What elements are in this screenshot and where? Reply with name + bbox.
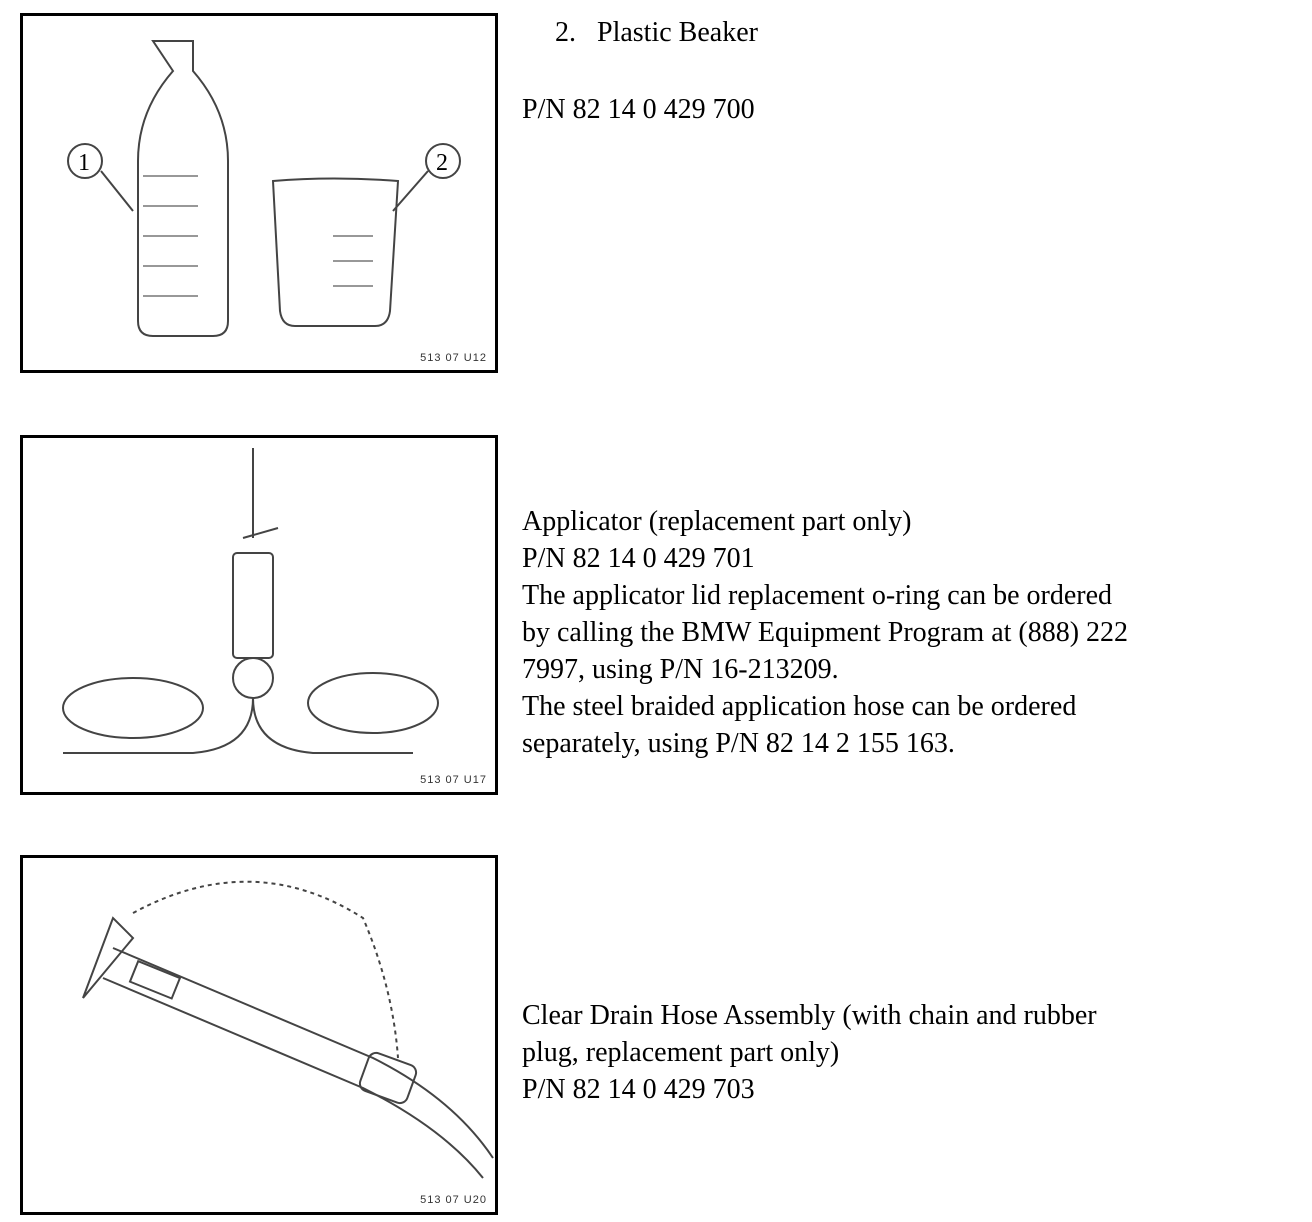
text-line: Applicator (replacement part only) <box>522 506 912 537</box>
figure-bottle-and-beaker: 1 2 513 07 U12 <box>20 13 498 373</box>
callout-1: 1 <box>78 150 90 176</box>
heading-number: 2. <box>555 17 576 48</box>
item-heading: 2. Plastic Beaker <box>555 14 758 51</box>
beaker-description: P/N 82 14 0 429 700 <box>522 91 755 128</box>
bottle-beaker-illustration: 1 2 <box>67 40 461 337</box>
figure-drain-hose: 513 07 U20 <box>20 855 498 1215</box>
figure-code: 513 07 U20 <box>420 1194 487 1206</box>
text-line: P/N 82 14 0 429 701 <box>522 543 755 574</box>
callout-2: 2 <box>436 150 448 176</box>
figure-code: 513 07 U12 <box>420 352 487 364</box>
applicator-illustration <box>62 448 439 754</box>
heading-text: Plastic Beaker <box>597 17 758 48</box>
figure-applicator: 513 07 U17 <box>20 435 498 795</box>
text-line: The applicator lid replacement o-ring ca… <box>522 580 1113 611</box>
part-number: P/N 82 14 0 429 700 <box>522 94 755 125</box>
text-line: P/N 82 14 0 429 703 <box>522 1074 755 1105</box>
text-line: The steel braided application hose can b… <box>522 691 1077 722</box>
text-line: by calling the BMW Equipment Program at … <box>522 617 1129 648</box>
text-line: 7997, using P/N 16-213209. <box>522 654 839 685</box>
text-line: separately, using P/N 82 14 2 155 163. <box>522 728 955 759</box>
drain-hose-illustration <box>82 880 494 1179</box>
drain-hose-description: Clear Drain Hose Assembly (with chain an… <box>522 997 1097 1108</box>
applicator-description: Applicator (replacement part only) P/N 8… <box>522 503 1128 762</box>
figure-code: 513 07 U17 <box>420 774 487 786</box>
text-line: Clear Drain Hose Assembly (with chain an… <box>522 1000 1097 1031</box>
text-line: plug, replacement part only) <box>522 1037 840 1068</box>
